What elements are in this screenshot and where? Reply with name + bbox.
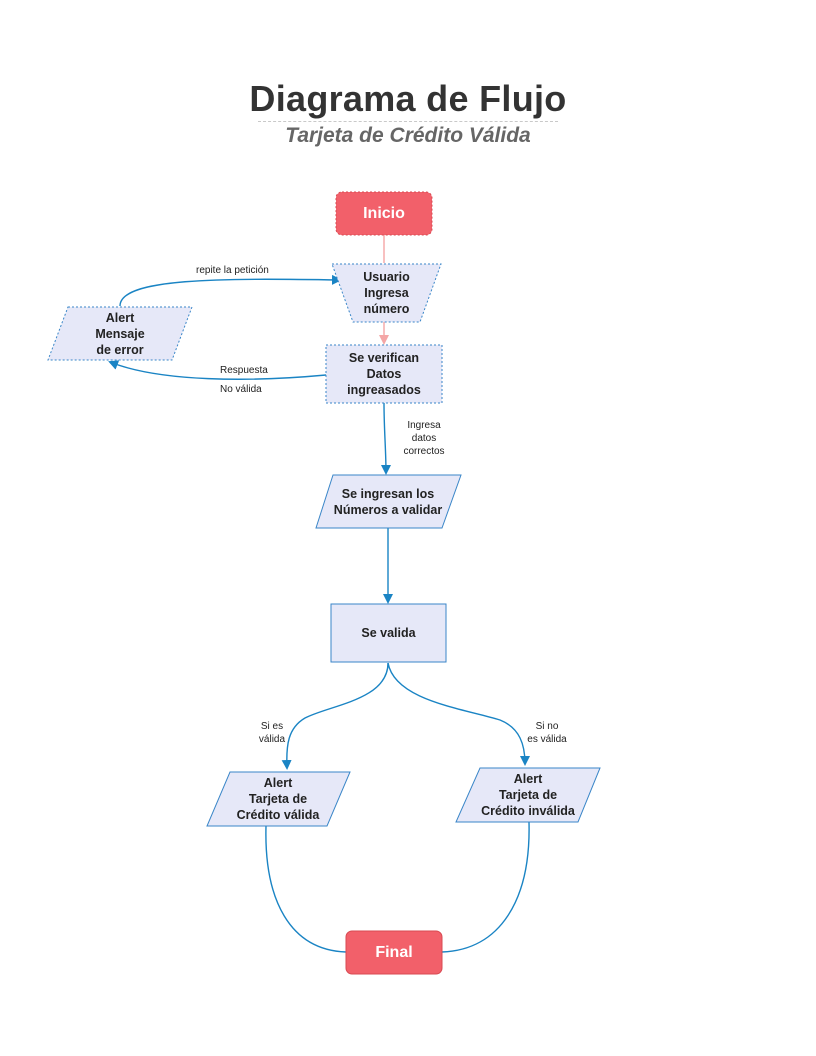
node-inicio-shape — [335, 191, 433, 236]
node-inicio-label: Inicio — [363, 204, 405, 222]
diagram-title: Diagrama de Flujo — [249, 78, 567, 119]
edge-alert-usuario — [119, 274, 342, 307]
node-ingresan-shape — [315, 474, 462, 529]
title-underline — [258, 121, 558, 122]
node-final-shape — [345, 930, 443, 975]
node-final-label: Final — [375, 943, 413, 961]
edge-verifican-ingresan — [380, 402, 391, 475]
edge-valida-alert-valida — [281, 662, 389, 770]
node-valida-shape — [330, 603, 447, 663]
edge-label-si-valida: Si es válida — [258, 721, 286, 745]
node-usuario-label: Usuario Ingresa número — [363, 270, 410, 316]
node-alert-valida-shape — [206, 771, 351, 827]
edge-alert-valida-final — [265, 825, 347, 953]
node-verifican-label: Se verifican Datos ingreasados — [347, 351, 421, 397]
node-alert-invalida-label: Alert Tarjeta de Crédito inválida — [481, 772, 575, 818]
edge-label-ingresa-datos: Ingresa datos correctos — [403, 420, 445, 457]
node-valida-label: Se valida — [361, 626, 416, 640]
node-usuario-shape — [331, 263, 442, 323]
edge-label-si-no-valida: Si no es válida — [527, 721, 567, 745]
edge-label-repite: repite la petición — [196, 265, 269, 276]
node-ingresan-label: Se ingresan los Números a validar — [333, 486, 443, 517]
edge-valida-alert-invalida — [387, 662, 530, 766]
node-verifican-shape — [325, 344, 443, 404]
edge-label-no-valida: No válida — [220, 384, 262, 395]
node-alert-error-shape — [47, 306, 193, 361]
diagram-subtitle: Tarjeta de Crédito Válida — [285, 124, 531, 147]
edge-alert-invalida-final — [441, 821, 530, 953]
edge-verifican-alert — [108, 360, 327, 380]
node-alert-error-label: Alert Mensaje de error — [95, 310, 145, 357]
node-alert-invalida-shape — [455, 767, 601, 823]
edge-label-respuesta: Respuesta — [220, 365, 268, 376]
node-alert-valida-label: Alert Tarjeta de Crédito válida — [236, 776, 320, 822]
